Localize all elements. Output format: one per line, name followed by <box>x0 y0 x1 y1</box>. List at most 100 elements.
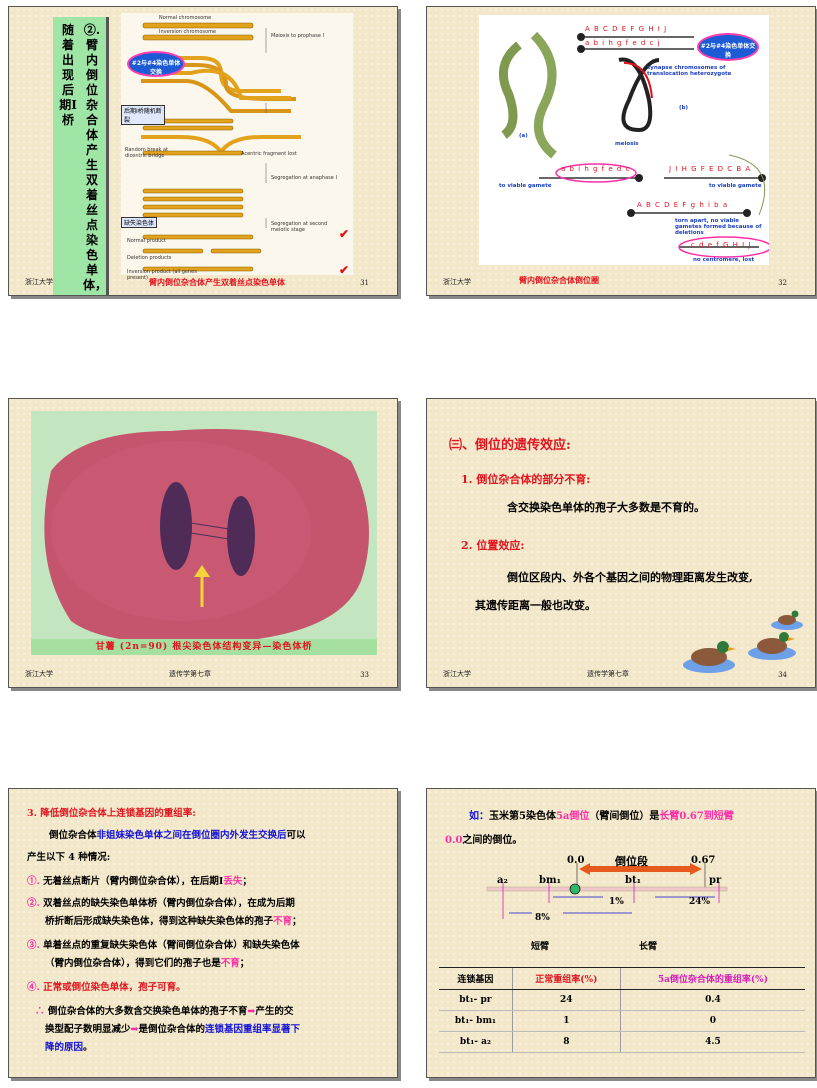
conclusion-e: 连锁基因重组率显著下 <box>205 1024 301 1035</box>
gene-a2: a₂ <box>497 875 508 886</box>
label-inversion-product: Inversion product (all genes present) <box>127 269 197 281</box>
slide-caption: 臂内倒位杂合体产生双着丝点染色单体 <box>149 277 285 287</box>
label-meiosis-prophase: Meiosis to prophase I <box>271 33 324 39</box>
conclusion-c: 换型配子数明显减少 <box>45 1024 131 1035</box>
case-4-a: 正常或倒位染色单体，孢子可育。 <box>43 982 186 993</box>
chromosome-drawing <box>141 22 301 272</box>
example-e: 长臂0.67到短臂 <box>659 811 734 822</box>
cell-inv: 0 <box>619 1010 805 1032</box>
check-icon: ✔ <box>339 227 350 241</box>
long-arm-label: 长臂 <box>639 942 658 952</box>
inversion-bridge-diagram: Normal chromosome Inversion chromosome M… <box>121 13 353 281</box>
case-3-c: 不育 <box>220 958 240 969</box>
sequence-normal: A B C D E F G H I J <box>585 25 668 33</box>
synapse-label: synapse chromosomes of translocation het… <box>647 65 732 77</box>
example-d: （臂间倒位）是 <box>589 811 660 822</box>
cell-gene: bt₁- a₂ <box>439 1031 513 1053</box>
inversion-segment-label: 倒位段 <box>615 855 648 868</box>
bridge-break-tag: 后期Ⅰ桥随机断裂 <box>121 105 165 125</box>
conclusion-d: 是倒位杂合体的 <box>138 1024 205 1035</box>
cell-normal: 8 <box>511 1031 621 1053</box>
example-f: 0.0 <box>445 835 463 846</box>
page-number: 31 <box>360 279 369 287</box>
case-2: ②. 双着丝点的缺失染色单体桥（臂内倒位杂合体），在成为后期 <box>27 897 383 910</box>
gene-bt1: bt₁ <box>625 875 641 886</box>
footer-chapter: 遗传学第七章 <box>169 670 211 678</box>
example-line1: 如：玉米第5染色体5a倒位（臂间倒位）是长臂0.67到短臂 <box>469 807 734 822</box>
cell-normal: 24 <box>511 989 621 1011</box>
slide-31: ②.臂内倒位杂合体产生双着丝点染色单体， 随着出现后期Ⅰ桥 <box>8 6 398 296</box>
conclusion-line3: 降的原因。 <box>27 1041 383 1054</box>
crossover-cloud: #2与#4染色单体交换 <box>697 33 759 61</box>
section-heading: 3. 降低倒位杂合体上连锁基因的重组率: <box>27 808 196 819</box>
short-arm-label: 短臂 <box>531 942 550 952</box>
vertical-title-box: ②.臂内倒位杂合体产生双着丝点染色单体， 随着出现后期Ⅰ桥 <box>53 17 109 295</box>
slide-caption: 臂内倒位杂合体倒位圈 <box>519 275 599 285</box>
header-linked-genes: 连锁基因 <box>439 967 513 990</box>
section-heading: ㈢、倒位的遗传效应: <box>449 438 571 453</box>
label-deletion-products: Deletion products <box>127 255 172 261</box>
item2-text-line2: 其遗传距离一般也改变。 <box>475 599 596 612</box>
header-normal-rate: 正常重组率(%) <box>511 967 621 990</box>
cell-gene: bt₁- bm₁ <box>439 1010 513 1032</box>
deletion-chromosome-tag: 缺失染色体 <box>121 217 158 228</box>
conclusion-line1: ∴ 倒位杂合体的大多数含交换染色单体的孢子不育➡产生的交 <box>27 1005 383 1018</box>
example-line2: 0.0之间的倒位。 <box>445 831 522 846</box>
slide-34: ㈢、倒位的遗传效应: 1. 倒位杂合体的部分不育: 含交换染色单体的孢子大多数是… <box>426 398 816 688</box>
position-left: 0.0 <box>567 855 585 866</box>
torn-apart-label: torn apart, no viable gametes formed bec… <box>675 218 762 236</box>
case-3-num: ③. <box>27 940 40 951</box>
distance-24: 24% <box>689 897 711 907</box>
case-2-b: 桥折断后形成缺失染色体，得到这种缺失染色体的孢子 <box>45 916 274 927</box>
arrow-icon: ➡ <box>247 1006 256 1017</box>
label-normal-chromosome: Normal chromosome <box>159 15 212 21</box>
therefore-symbol: ∴ <box>35 1006 45 1017</box>
conclusion-f: 降的原因 <box>45 1042 84 1053</box>
page-number: 32 <box>778 279 787 287</box>
case-2-line2: 桥折断后形成缺失染色体，得到这种缺失染色体的孢子不育； <box>27 915 383 928</box>
conclusion-a: 倒位杂合体的大多数含交换染色单体的孢子不育 <box>47 1006 248 1017</box>
sequence-left-product: a b i h g f e d c <box>561 165 631 173</box>
vertical-title-col2: 随着出现后期Ⅰ桥 <box>59 23 77 128</box>
label-inversion-chromosome: Inversion chromosome <box>159 29 217 35</box>
example-g: 之间的倒位。 <box>462 835 523 846</box>
label-segregation-anaphase: Segregation at anaphase I <box>271 175 337 181</box>
case-2-num: ②. <box>27 898 40 909</box>
case-4-num: ④. <box>27 982 40 993</box>
example-b: 玉米第5染色体 <box>489 811 556 822</box>
item1-text: 含交换染色单体的孢子大多数是不育的。 <box>507 501 705 514</box>
label-normal-product: Normal product <box>127 238 166 244</box>
footer-chapter: 遗传学第七章 <box>587 670 629 678</box>
slide-36: 如：玉米第5染色体5a倒位（臂间倒位）是长臂0.67到短臂 0.0之间的倒位。 … <box>426 788 816 1078</box>
sequence-acentric: c d e f G H I J <box>691 241 752 249</box>
intro-a: 倒位杂合体 <box>49 830 97 841</box>
case-2-a: 双着丝点的缺失染色单体桥（臂内倒位杂合体），在成为后期 <box>43 898 295 909</box>
slide-33: 甘薯 (2n=90) 根尖染色体结构变异—染色体桥 浙江大学 遗传学第七章 33 <box>8 398 398 688</box>
intro-line1: 倒位杂合体非姐妹染色单体之间在倒位圈内外发生交换后可以 <box>27 829 383 842</box>
case-3-line2: （臂内倒位杂合体），得到它们的孢子也是不育； <box>27 957 383 970</box>
table-row: bt₁- pr 24 0.4 <box>439 989 805 1011</box>
cell-normal: 1 <box>511 1010 621 1032</box>
footer-university: 浙江大学 <box>443 278 471 286</box>
case-1-c: ； <box>242 876 252 887</box>
vertical-title-col2-text: 随着出现后期Ⅰ桥 <box>59 23 77 127</box>
arrow-icon: ➡ <box>130 1024 139 1035</box>
crossover-cloud: #2与#4染色单体交换 <box>127 51 185 77</box>
label-b: (b) <box>679 105 688 111</box>
distance-1: 1% <box>609 897 624 907</box>
label-acentric-lost: Acentric fragment lost <box>241 151 297 157</box>
table-header-row: 连锁基因 正常重组率(%) 5a倒位杂合体的重组率(%) <box>439 967 805 990</box>
distance-8: 8% <box>535 913 550 923</box>
vertical-title-col1: ②.臂内倒位杂合体产生双着丝点染色单体， <box>83 23 108 292</box>
recombination-table: 连锁基因 正常重组率(%) 5a倒位杂合体的重组率(%) bt₁- pr 24 … <box>439 967 805 1053</box>
position-right: 0.67 <box>691 855 716 866</box>
no-centromere-label: no centromere, lost <box>693 257 755 263</box>
label-random-break: Random break at dicentric bridge <box>125 147 169 159</box>
example-label: 如： <box>469 811 489 822</box>
photo-caption: 甘薯 (2n=90) 根尖染色体结构变异—染色体桥 <box>31 639 377 655</box>
slide-35: 3. 降低倒位杂合体上连锁基因的重组率: 倒位杂合体非姐妹染色单体之间在倒位圈内… <box>8 788 398 1078</box>
table-row: bt₁- a₂ 8 4.5 <box>439 1031 805 1053</box>
item2-title: 2. 位置效应: <box>461 539 525 552</box>
cell-inv: 0.4 <box>619 989 805 1011</box>
case-1: ①. 无着丝点断片（臂内倒位杂合体），在后期Ⅰ丢失； <box>27 875 383 888</box>
